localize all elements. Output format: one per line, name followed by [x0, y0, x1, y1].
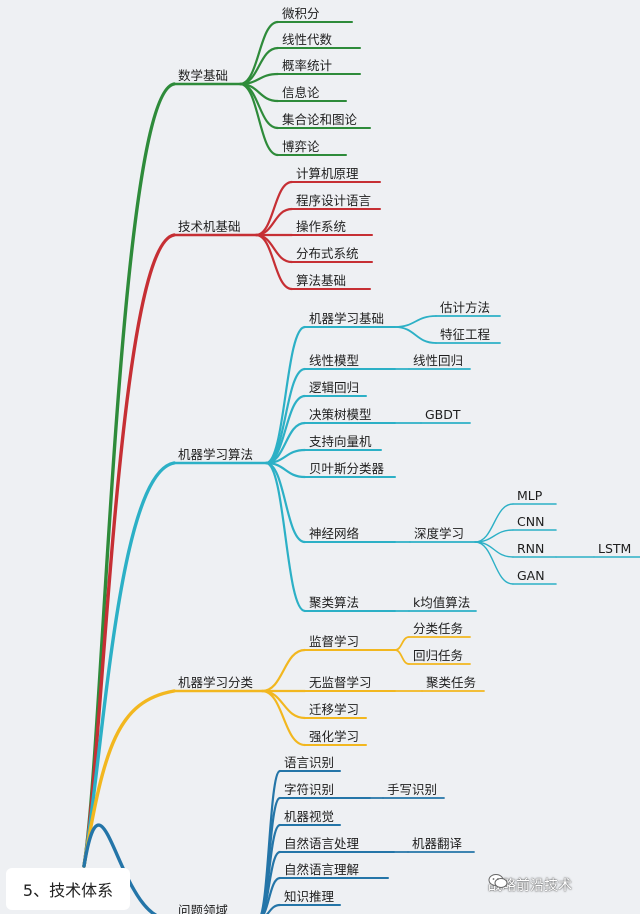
mltype-connector-0	[260, 648, 307, 693]
ml-label-7: 聚类算法	[309, 595, 359, 610]
wechat-icon	[488, 874, 508, 888]
math-label-0: 微积分	[282, 6, 320, 21]
ml-connector-6	[264, 461, 307, 544]
ml-0-label-0: 估计方法	[440, 300, 490, 315]
math-label-2: 概率统计	[282, 58, 332, 73]
ml-0-connector-1	[394, 326, 437, 344]
problem-connector-4	[262, 876, 282, 914]
ml-label: 机器学习算法	[178, 447, 253, 462]
section-caption: 5、技术体系	[6, 868, 130, 910]
problem-connector-5	[265, 903, 282, 914]
math-label-3: 信息论	[282, 85, 320, 100]
mltype-1-label-0: 聚类任务	[426, 675, 476, 690]
ml-label-4: 支持向量机	[309, 434, 372, 449]
ml-6-label-0: 深度学习	[414, 526, 464, 541]
problem-connector-3	[261, 850, 282, 914]
ml-label-5: 贝叶斯分类器	[309, 461, 385, 476]
problem-label-0: 语言识别	[284, 755, 334, 770]
math-label-4: 集合论和图论	[282, 112, 358, 127]
mltype-connector-2	[260, 689, 307, 720]
problem-label: 问题领域	[178, 903, 228, 914]
section-caption-text: 5、技术体系	[22, 881, 114, 900]
cs-connector-1	[254, 207, 294, 237]
ml-label-2: 逻辑回归	[309, 380, 359, 395]
cs-connector-3	[254, 233, 294, 264]
ml-6-0-label-2: RNN	[517, 541, 544, 556]
cs-label: 技术机基础	[178, 219, 241, 234]
cs-label-0: 计算机原理	[296, 166, 359, 181]
mltype-label-0: 监督学习	[309, 634, 359, 649]
problem-label-5: 知识推理	[284, 889, 335, 904]
ml-0-label-1: 特征工程	[440, 327, 491, 342]
ml-connector-2	[264, 394, 307, 465]
ml-trunk	[82, 461, 176, 868]
cs-label-1: 程序设计语言	[296, 193, 371, 208]
ml-3-label-0: GBDT	[425, 407, 461, 422]
problem-label-3: 自然语言处理	[284, 836, 360, 851]
math-label-1: 线性代数	[282, 32, 333, 47]
math-label-5: 博弈论	[282, 139, 320, 154]
ml-6-0-label-0: MLP	[517, 488, 543, 503]
ml-connector-0	[264, 325, 307, 465]
ml-label-0: 机器学习基础	[309, 311, 384, 326]
ml-label-1: 线性模型	[309, 353, 359, 368]
mltype-label-3: 强化学习	[309, 729, 359, 744]
problem-connector-2	[260, 823, 282, 914]
mltype-label-2: 迁移学习	[309, 702, 359, 717]
cs-label-3: 分布式系统	[296, 246, 359, 261]
ml-label-3: 决策树模型	[309, 407, 372, 422]
mltype-label: 机器学习分类	[178, 675, 254, 690]
math-label: 数学基础	[178, 68, 228, 83]
ml-6-0-2-label-0: LSTM	[598, 541, 631, 556]
problem-3-label-0: 机器翻译	[412, 836, 463, 851]
problem-label-2: 机器视觉	[284, 809, 334, 824]
ml-6-0-connector-3	[474, 541, 514, 585]
ml-1-label-0: 线性回归	[413, 353, 463, 368]
problem-connector-1	[260, 796, 282, 914]
math-connector-5	[238, 82, 280, 157]
problem-1-label-0: 手写识别	[387, 782, 437, 797]
ml-0-connector-0	[394, 315, 437, 328]
ml-6-0-connector-0	[474, 503, 514, 543]
mltype-0-label-1: 回归任务	[413, 648, 463, 663]
mltype-0-connector-1	[394, 649, 410, 665]
ml-connector-7	[264, 461, 307, 613]
cs-label-4: 算法基础	[296, 273, 346, 288]
mltype-0-connector-0	[394, 636, 410, 651]
ml-7-label-0: k均值算法	[413, 595, 470, 610]
mltype-trunk	[82, 689, 176, 868]
math-connector-2	[238, 72, 280, 86]
cs-connector-0	[254, 180, 294, 237]
ml-label-6: 神经网络	[309, 526, 360, 541]
ml-connector-1	[264, 367, 307, 465]
problem-label-4: 自然语言理解	[284, 862, 359, 877]
cs-connector-4	[254, 233, 294, 291]
problem-connector-0	[259, 769, 282, 914]
mltype-0-label-0: 分类任务	[413, 621, 463, 636]
watermark-text: 战略前沿技术	[488, 878, 572, 894]
mltype-label-1: 无监督学习	[309, 675, 372, 690]
problem-label-1: 字符识别	[284, 782, 334, 797]
cs-label-2: 操作系统	[296, 219, 346, 234]
mltype-connector-3	[260, 689, 307, 747]
watermark: 战略前沿技术	[488, 873, 572, 897]
ml-6-0-label-1: CNN	[517, 514, 544, 529]
ml-6-0-label-3: GAN	[517, 568, 545, 583]
